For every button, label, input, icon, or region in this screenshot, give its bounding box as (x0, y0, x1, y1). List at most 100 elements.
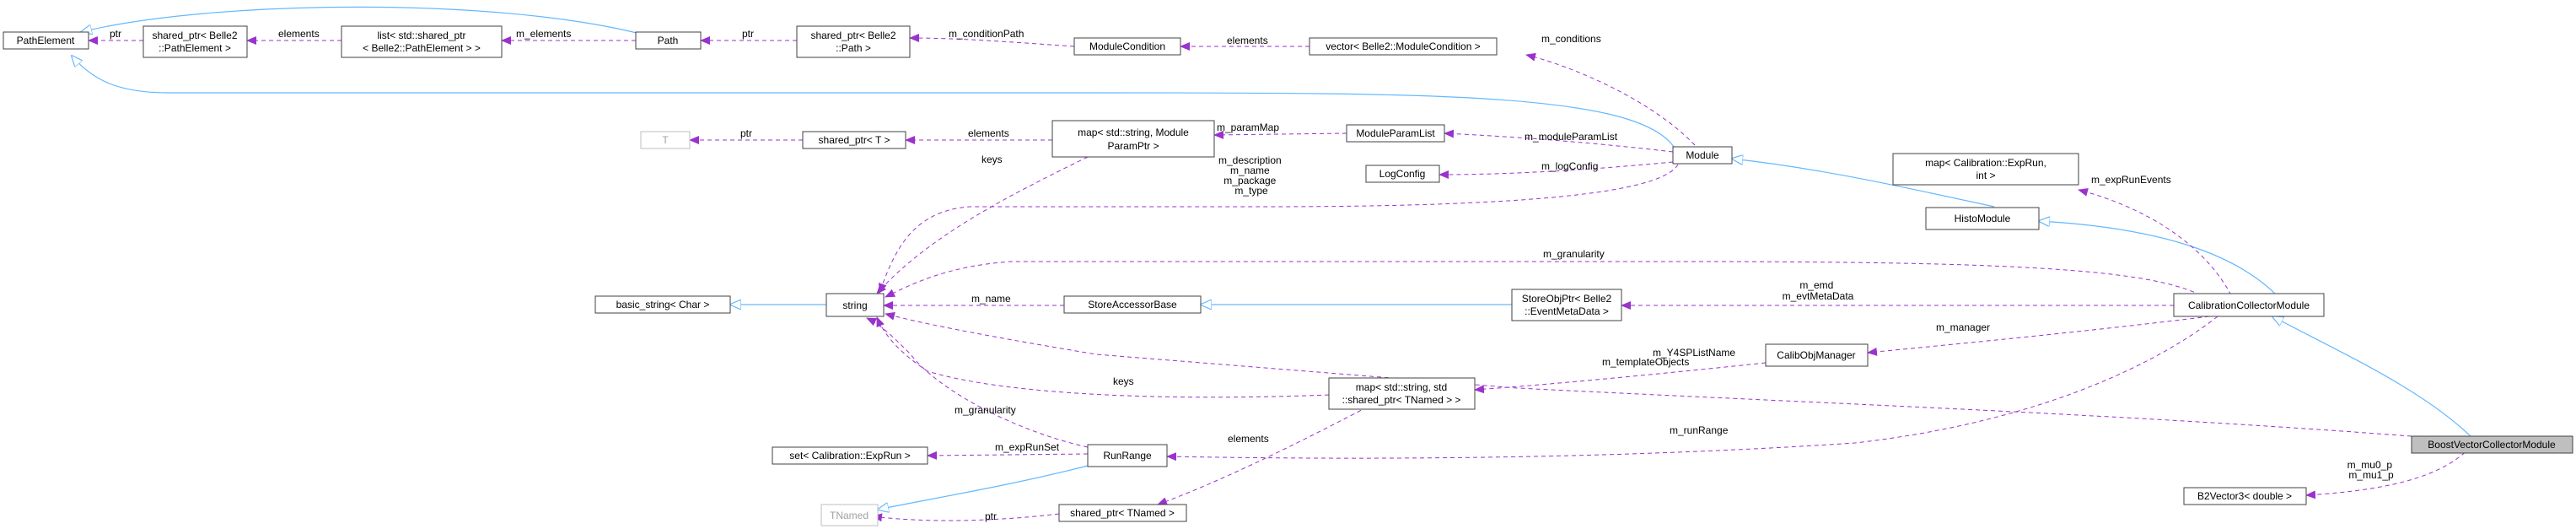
svg-text:T: T (662, 134, 669, 146)
label-m-y4splistname: m_Y4SPListName (1653, 347, 1735, 359)
node-runrange[interactable]: RunRange (1087, 444, 1168, 467)
edge-elements-tnamed (1157, 402, 1375, 505)
inheritance-edges (72, 6, 2471, 510)
edge-m-exprunset (927, 451, 1089, 460)
svg-text:PathElement: PathElement (17, 35, 75, 46)
label-m-manager: m_manager (1936, 321, 1990, 333)
svg-text:list< std::shared_ptr< Belle2:: list< std::shared_ptr< Belle2::PathEleme… (363, 30, 481, 54)
label-elements-tnamed: elements (1228, 433, 1269, 445)
label-m-templateobjects: m_templateObjects (1602, 356, 1689, 368)
label-keys-tnamed: keys (1113, 375, 1134, 387)
svg-text:Module: Module (1686, 149, 1719, 161)
label-m-granularity-top: m_granularity (1543, 248, 1605, 260)
label-m-exprunevents: m_expRunEvents (2091, 174, 2171, 186)
edge-m-templateobjects (1474, 362, 1767, 394)
node-calibobjmanager[interactable]: CalibObjManager (1765, 343, 1869, 367)
label-ptr-tnamed: ptr (985, 510, 997, 522)
edge-m-exprunevents (2078, 187, 2232, 296)
label-elements-vector: elements (1227, 35, 1268, 46)
node-list-pathelement[interactable]: list< std::shared_ptr< Belle2::PathEleme… (341, 25, 503, 58)
label-m-emd: m_emd m_evtMetaData (1783, 279, 1854, 302)
node-calibrationcollectormodule[interactable]: CalibrationCollectorModule (2173, 293, 2325, 317)
label-m-logconfig: m_logConfig (1541, 160, 1598, 172)
edge-m-runrange (1166, 316, 2218, 462)
svg-text:LogConfig: LogConfig (1379, 168, 1426, 180)
edge-histomodule-to-module (1732, 159, 1995, 208)
node-set-exprun[interactable]: set< Calibration::ExpRun > (772, 446, 928, 465)
svg-text:ModuleCondition: ModuleCondition (1089, 40, 1165, 52)
edge-runrange-to-tnamed (878, 465, 1089, 510)
label-keys-map: keys (981, 154, 1003, 165)
svg-text:CalibObjManager: CalibObjManager (1777, 349, 1855, 361)
svg-text:shared_ptr< T >: shared_ptr< T > (819, 134, 890, 146)
svg-text:set< Calibration::ExpRun >: set< Calibration::ExpRun > (789, 450, 910, 462)
node-logconfig[interactable]: LogConfig (1365, 165, 1440, 183)
edge-m-granularity-run (866, 317, 1089, 448)
svg-text:map< Calibration::ExpRun,int >: map< Calibration::ExpRun,int > (1925, 157, 2046, 181)
node-tnamed[interactable]: TNamed (820, 504, 879, 526)
label-m-moduleparamlist: m_moduleParamList (1525, 131, 1618, 143)
svg-text:B2Vector3< double >: B2Vector3< double > (2197, 490, 2292, 502)
label-m-parammap: m_paramMap (1217, 121, 1279, 133)
svg-text:shared_ptr< Belle2::PathElemen: shared_ptr< Belle2::PathElement > (152, 30, 237, 54)
edge-ptr-tnamed (872, 513, 1060, 522)
edge-m-conditionpath (909, 34, 1075, 47)
node-storeobjptr-eventmetadata[interactable]: StoreObjPtr< Belle2::EventMetaData > (1511, 289, 1622, 321)
label-ptr-pathelement: ptr (110, 28, 121, 40)
node-map-tnamed[interactable]: map< std::string, std::shared_ptr< TName… (1328, 377, 1476, 410)
edge-module-strings (879, 164, 1679, 294)
svg-text:CalibrationCollectorModule: CalibrationCollectorModule (2188, 300, 2310, 311)
edge-module-to-pathelement (72, 56, 1675, 148)
edge-keys-map (876, 156, 1089, 294)
edge-boostvector-to-calibration (2272, 316, 2471, 437)
label-elements-list: elements (278, 28, 320, 40)
label-ptr-t: ptr (740, 127, 752, 139)
node-shared-ptr-t[interactable]: shared_ptr< T > (802, 131, 906, 149)
edge-labels: ptr elements m_elements ptr m_conditionP… (110, 28, 2396, 522)
node-t[interactable]: T (640, 131, 691, 149)
edge-m-granularity-top (885, 261, 2202, 298)
edge-keys-tnamed (876, 316, 1330, 398)
label-m-mu: m_mu0_p m_mu1_p (2347, 459, 2396, 481)
nodes: PathElement shared_ptr< Belle2::PathElem… (3, 25, 2573, 526)
node-modulecondition[interactable]: ModuleCondition (1073, 37, 1181, 56)
svg-text:shared_ptr< Belle2::Path >: shared_ptr< Belle2::Path > (810, 30, 895, 54)
node-basic-string[interactable]: basic_string< Char > (594, 295, 731, 314)
svg-text:StoreObjPtr< Belle2::EventMeta: StoreObjPtr< Belle2::EventMetaData > (1522, 293, 1612, 317)
label-m-conditionpath: m_conditionPath (949, 28, 1024, 40)
label-m-exprunset: m_expRunSet (995, 441, 1060, 453)
svg-text:BoostVectorCollectorModule: BoostVectorCollectorModule (2428, 439, 2556, 451)
node-storeaccessorbase[interactable]: StoreAccessorBase (1063, 295, 1202, 314)
edge-m-conditions (1525, 52, 1696, 146)
svg-text:Path: Path (658, 35, 679, 46)
node-b2vector3[interactable]: B2Vector3< double > (2183, 487, 2307, 505)
edge-m-moduleparamlist (1444, 129, 1674, 153)
node-path[interactable]: Path (635, 31, 702, 50)
svg-text:ModuleParamList: ModuleParamList (1356, 127, 1435, 139)
node-histomodule[interactable]: HistoModule (1925, 207, 2040, 230)
svg-text:shared_ptr< TNamed >: shared_ptr< TNamed > (1070, 507, 1175, 519)
svg-text:HistoModule: HistoModule (1955, 213, 2011, 224)
node-map-exprun[interactable]: map< Calibration::ExpRun,int > (1892, 153, 2079, 186)
node-module[interactable]: Module (1672, 146, 1733, 165)
label-m-name: m_name (971, 293, 1011, 305)
edge-m-manager (1867, 316, 2210, 356)
label-elements-map: elements (968, 127, 1009, 139)
node-shared-ptr-path[interactable]: shared_ptr< Belle2::Path > (796, 25, 911, 58)
edge-m-parammap (1213, 130, 1347, 139)
label-m-conditions: m_conditions (1541, 33, 1601, 45)
node-moduleparamlist[interactable]: ModuleParamList (1346, 124, 1445, 143)
node-vector-modulecondition[interactable]: vector< Belle2::ModuleCondition > (1309, 37, 1498, 56)
svg-text:StoreAccessorBase: StoreAccessorBase (1088, 299, 1177, 310)
usage-edges (88, 34, 2471, 522)
node-boostvectorcollectormodule[interactable]: BoostVectorCollectorModule (2411, 435, 2573, 454)
node-shared-ptr-pathelement[interactable]: shared_ptr< Belle2::PathElement > (143, 25, 248, 58)
node-shared-ptr-tnamed[interactable]: shared_ptr< TNamed > (1058, 504, 1187, 522)
node-string[interactable]: string (826, 293, 885, 317)
label-ptr-path: ptr (742, 28, 754, 40)
node-pathelement[interactable]: PathElement (3, 31, 89, 50)
svg-text:map< std::string, std::shared_: map< std::string, std::shared_ptr< TName… (1342, 381, 1461, 406)
svg-text:basic_string< Char >: basic_string< Char > (616, 299, 710, 310)
